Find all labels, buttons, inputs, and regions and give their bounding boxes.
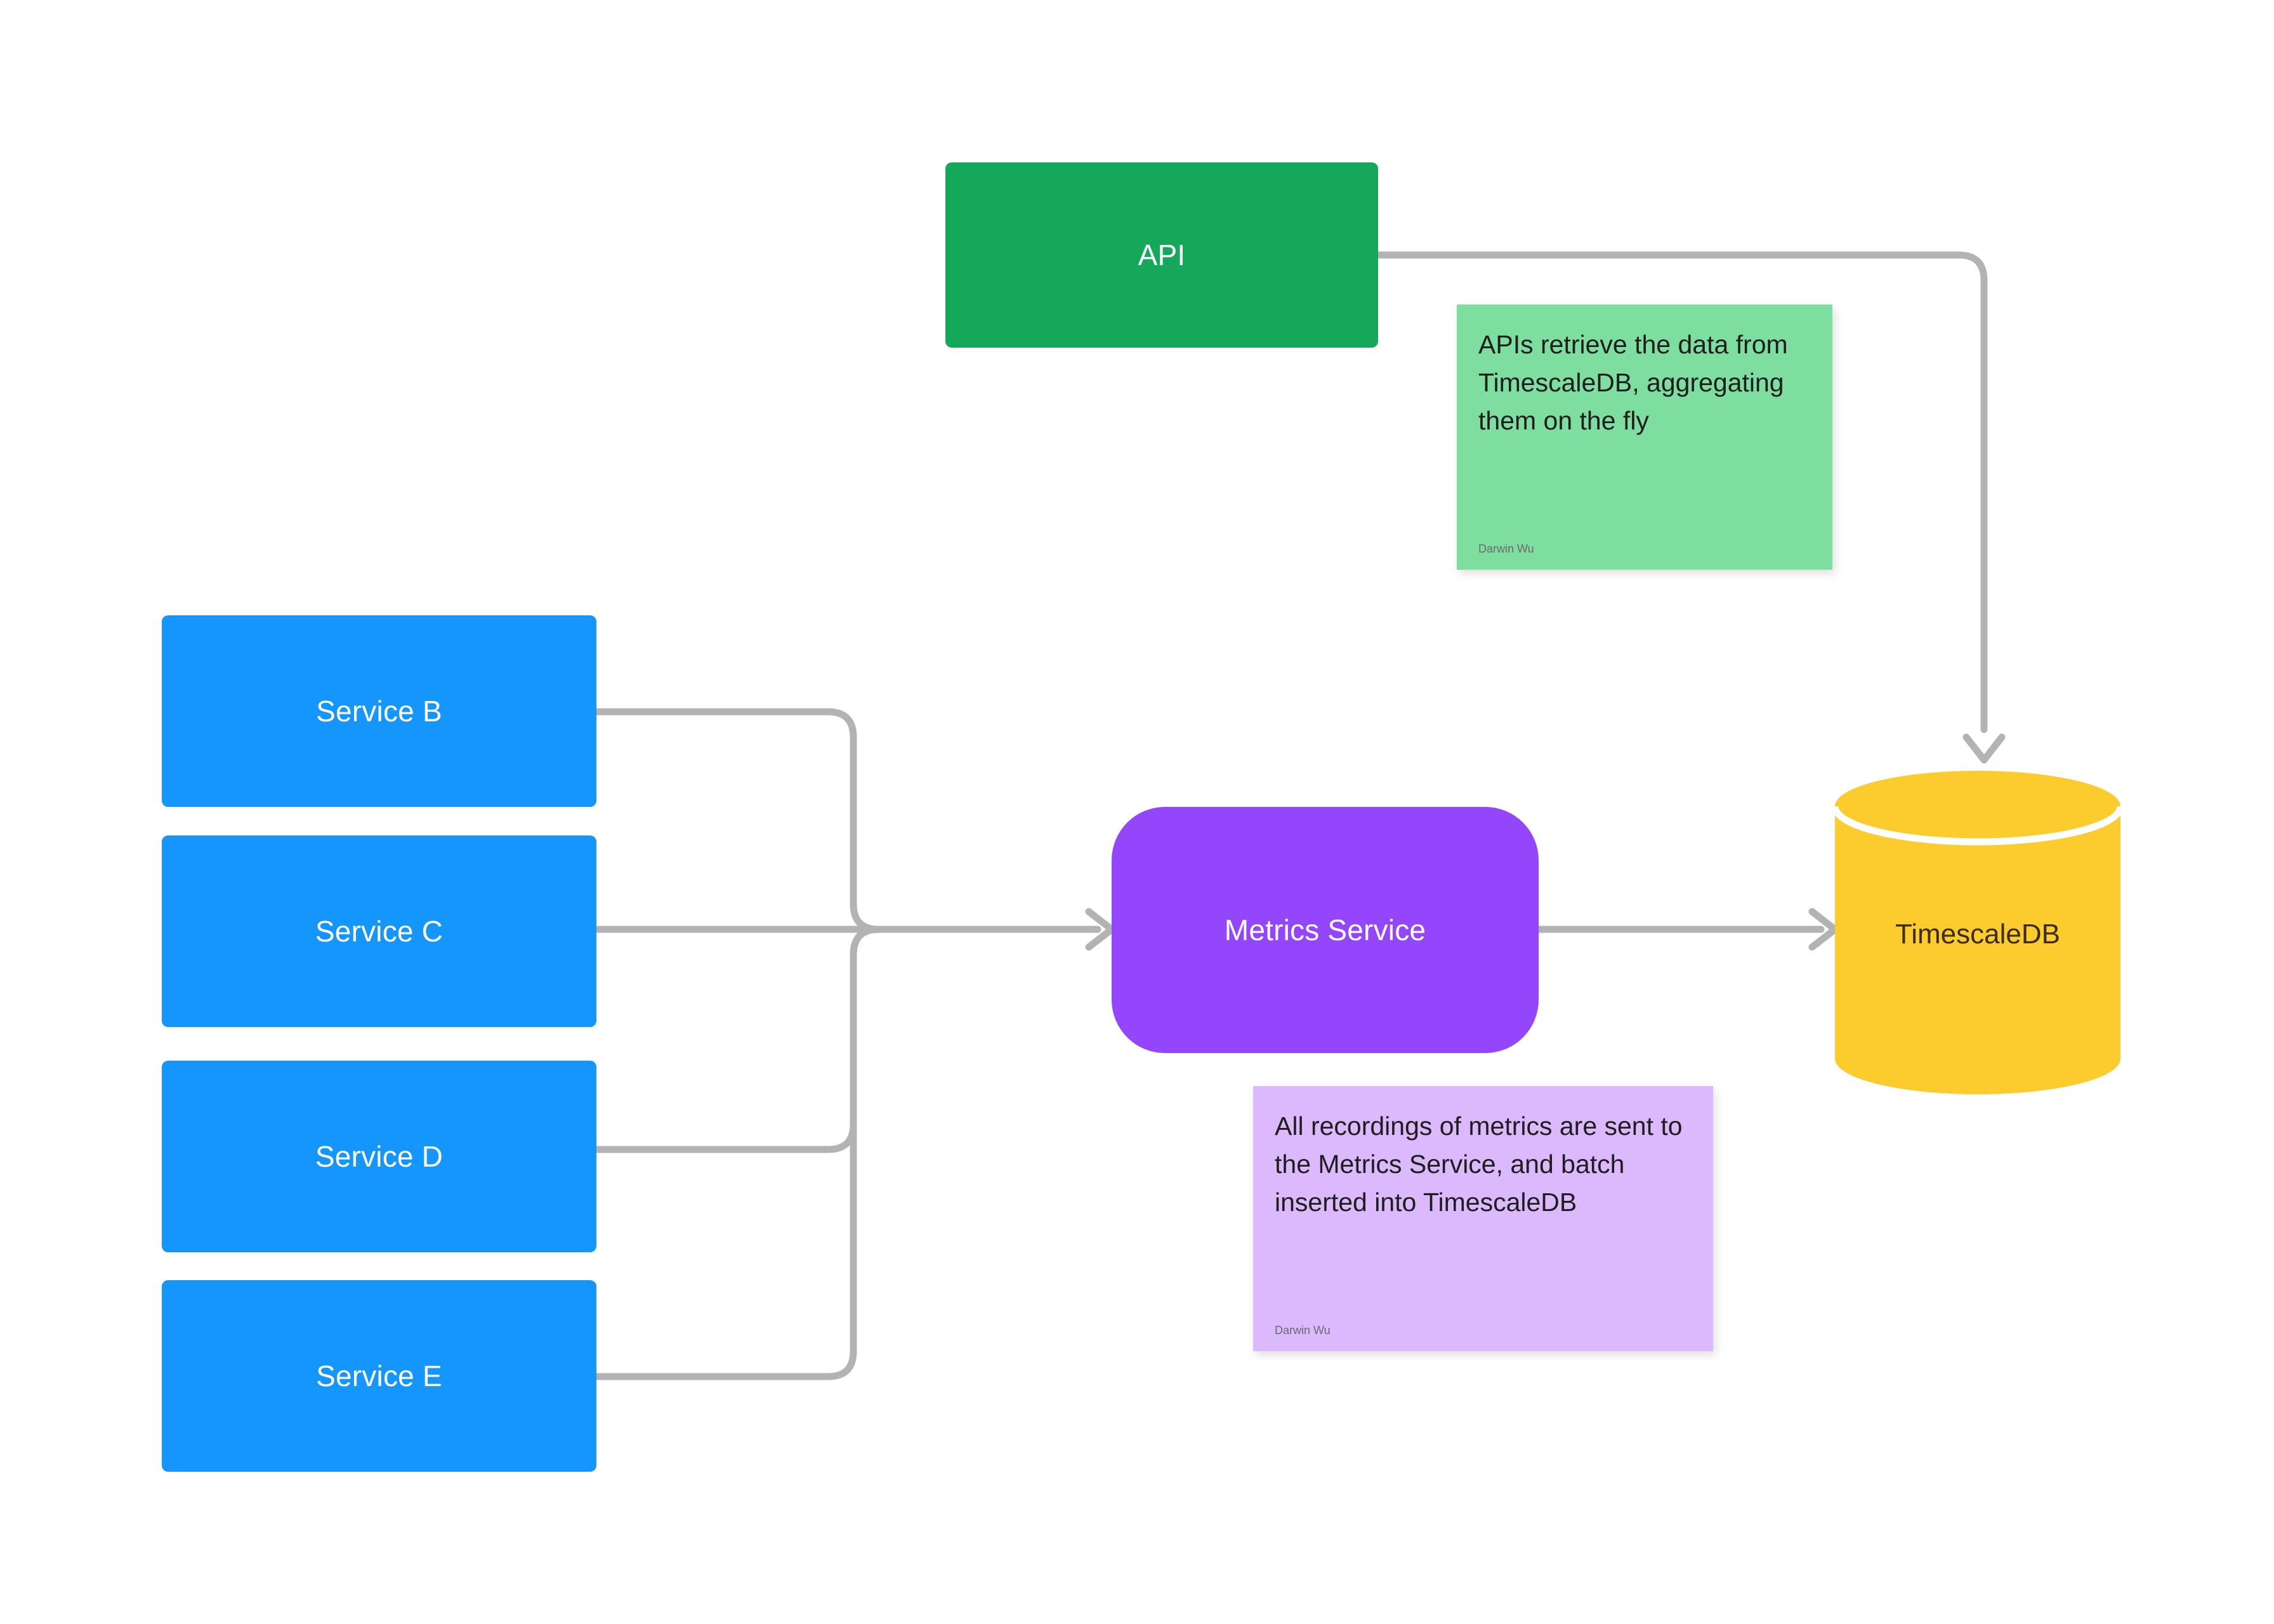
node-service-c-label: Service C (315, 915, 444, 948)
edge-service-d-to-metrics (593, 926, 883, 1153)
sticky-note-metrics[interactable]: All recordings of metrics are sent to th… (1253, 1086, 1713, 1351)
sticky-note-metrics-text: All recordings of metrics are sent to th… (1275, 1111, 1683, 1217)
sticky-note-api-author: Darwin Wu (1478, 542, 1534, 555)
node-service-c[interactable]: Service C (162, 835, 596, 1027)
database-cylinder-icon (1835, 771, 2120, 1094)
edge-service-b-to-metrics (593, 708, 883, 933)
node-metrics-service[interactable]: Metrics Service (1112, 807, 1539, 1053)
node-service-d[interactable]: Service D (162, 1061, 596, 1252)
node-service-e-label: Service E (316, 1359, 442, 1392)
sticky-note-metrics-author: Darwin Wu (1275, 1324, 1331, 1337)
node-service-d-label: Service D (315, 1140, 444, 1173)
sticky-note-api-text: APIs retrieve the data from TimescaleDB,… (1478, 330, 1788, 435)
node-service-b-label: Service B (316, 695, 442, 728)
edge-api-to-database (1374, 251, 1988, 733)
node-metrics-service-label: Metrics Service (1224, 914, 1426, 946)
node-service-e[interactable]: Service E (162, 1280, 596, 1472)
node-service-b[interactable]: Service B (162, 615, 596, 807)
sticky-note-api[interactable]: APIs retrieve the data from TimescaleDB,… (1457, 304, 1832, 570)
node-api[interactable]: API (945, 162, 1378, 348)
node-database[interactable]: TimescaleDB (1835, 771, 2120, 1094)
node-database-label: TimescaleDB (1895, 919, 2060, 950)
arrowhead-into-database-top (1966, 737, 2002, 760)
node-api-label: API (1138, 239, 1186, 272)
